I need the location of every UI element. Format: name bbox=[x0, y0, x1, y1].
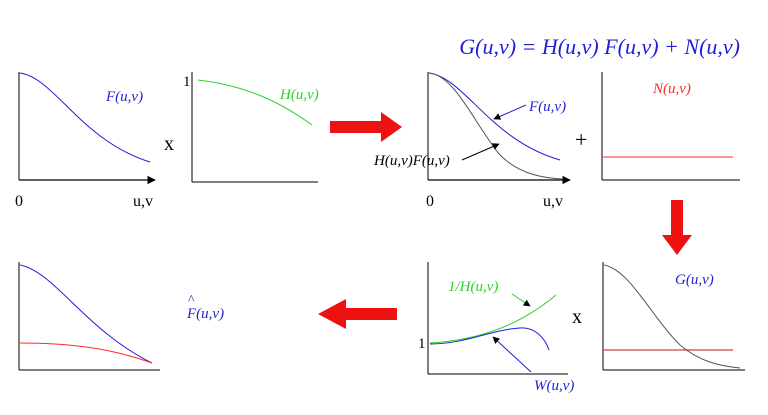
fh-f-label: F(u,v) bbox=[528, 99, 566, 115]
fh-axis-label: u,v bbox=[543, 193, 563, 210]
arrow-right bbox=[330, 112, 402, 142]
w-label: W(u,v) bbox=[534, 378, 574, 394]
w-pointer bbox=[492, 336, 532, 373]
fh-f-curve bbox=[428, 72, 561, 161]
fh-f-pointer bbox=[493, 104, 527, 120]
arrow-down bbox=[662, 200, 692, 255]
restored-f-curve bbox=[19, 264, 153, 364]
w-curve bbox=[429, 327, 550, 351]
panel-restored bbox=[18, 262, 160, 371]
h-curve-label: H(u,v) bbox=[279, 87, 319, 103]
h-tick-label: 1 bbox=[183, 74, 191, 90]
restored-estimate-curve bbox=[19, 342, 153, 364]
g-label: G(u,v) bbox=[675, 272, 714, 288]
fh-origin-label: 0 bbox=[426, 193, 434, 210]
inv-pointer bbox=[511, 293, 531, 307]
fh-hf-pointer bbox=[461, 143, 500, 161]
plus-sign: + bbox=[575, 127, 587, 152]
n-label: N(u,v) bbox=[652, 81, 691, 97]
restored-label: F(u,v) bbox=[186, 306, 224, 322]
multiply-sign-2: x bbox=[572, 306, 582, 328]
panel-h: H(u,v) 1 bbox=[183, 72, 319, 183]
inv-curve bbox=[429, 294, 557, 344]
panel-n: N(u,v) bbox=[601, 72, 740, 181]
f-curve-label: F(u,v) bbox=[105, 89, 143, 105]
panel-fh: F(u,v) H(u,v)F(u,v) 0 u,v bbox=[373, 72, 571, 210]
panel-inv: 1/H(u,v) W(u,v) 1 bbox=[418, 262, 574, 394]
panel-f: F(u,v) 0 u,v bbox=[15, 72, 156, 210]
inv-label: 1/H(u,v) bbox=[448, 279, 498, 295]
inv-tick-label: 1 bbox=[418, 336, 426, 352]
fh-hf-label: H(u,v)F(u,v) bbox=[373, 153, 450, 169]
multiply-sign-1: x bbox=[164, 133, 174, 155]
f-axis-label: u,v bbox=[133, 193, 153, 210]
g-curve bbox=[603, 264, 741, 369]
f-curve bbox=[19, 72, 151, 163]
equation-title: G(u,v) = H(u,v) F(u,v) + N(u,v) bbox=[459, 34, 740, 59]
h-curve bbox=[197, 79, 313, 126]
f-origin-label: 0 bbox=[15, 193, 23, 210]
panel-g: G(u,v) bbox=[602, 262, 745, 371]
arrow-left bbox=[318, 299, 397, 329]
restored-hat: ^ bbox=[188, 293, 195, 308]
fh-hf-curve bbox=[428, 72, 563, 180]
